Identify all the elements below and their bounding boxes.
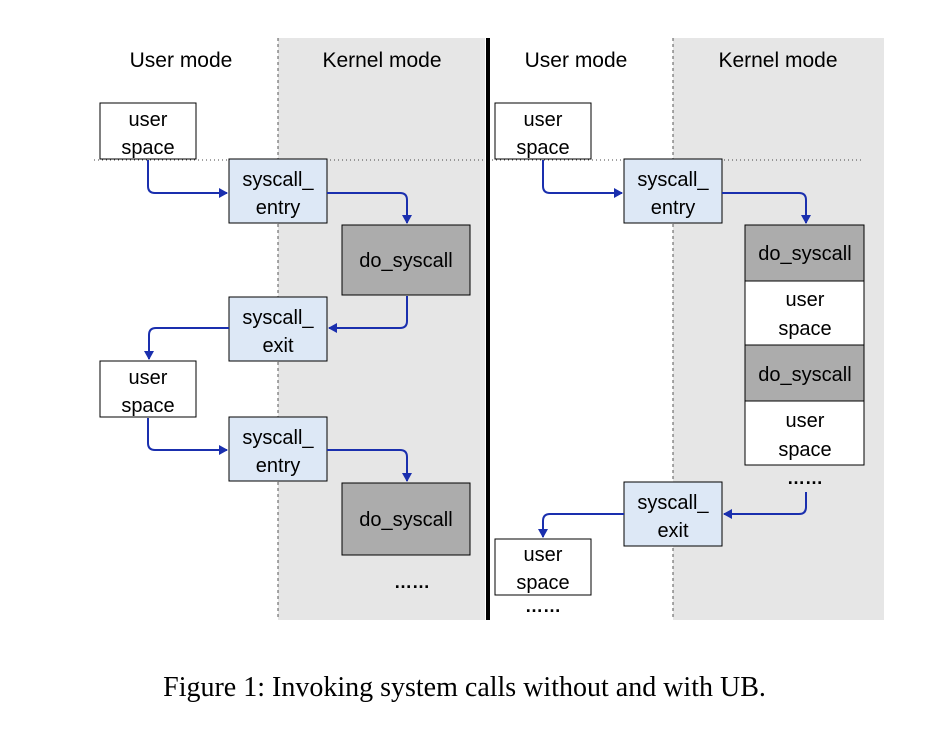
svg-text:entry: entry <box>256 455 300 477</box>
svg-text:user: user <box>524 109 563 131</box>
left-do-syscall-box-1: do_syscall <box>341 224 471 296</box>
svg-text:do_syscall: do_syscall <box>758 364 851 386</box>
svg-text:syscall_: syscall_ <box>242 427 314 449</box>
right-arrow-user-to-entry <box>542 160 623 198</box>
svg-text:space: space <box>778 318 831 340</box>
svg-text:space: space <box>121 137 174 159</box>
right-user-ellipsis: …… <box>525 596 561 616</box>
right-syscall-entry-box: syscall_ entry <box>623 158 723 224</box>
left-user-space-box-1: user space <box>99 102 197 160</box>
right-do-syscall-box-1: do_syscall <box>744 224 865 282</box>
left-syscall-exit-box: syscall_ exit <box>228 296 328 362</box>
svg-text:entry: entry <box>256 197 300 219</box>
right-kernel-user-space-box-2: user space <box>744 400 865 466</box>
svg-text:space: space <box>778 439 831 461</box>
left-do-syscall-box-2: do_syscall <box>341 482 471 556</box>
right-syscall-exit-box: syscall_ exit <box>623 481 723 547</box>
right-user-space-box-2: user space <box>494 538 592 596</box>
right-kernel-ellipsis: …… <box>787 468 823 488</box>
svg-text:do_syscall: do_syscall <box>359 509 452 531</box>
left-kernel-mode-label: Kernel mode <box>322 49 441 72</box>
left-syscall-entry-box-2: syscall_ entry <box>228 416 328 482</box>
svg-text:exit: exit <box>657 520 689 542</box>
left-user-mode-label: User mode <box>130 49 233 72</box>
right-arrow-kernel-to-exit <box>723 492 807 519</box>
svg-text:syscall_: syscall_ <box>637 169 709 191</box>
left-arrow-user-to-entry-2 <box>147 418 228 455</box>
svg-text:do_syscall: do_syscall <box>758 243 851 265</box>
right-kernel-user-space-box-1: user space <box>744 280 865 346</box>
svg-text:syscall_: syscall_ <box>637 492 709 514</box>
svg-text:user: user <box>786 410 825 432</box>
left-arrow-entry-to-do-syscall-2 <box>327 449 412 482</box>
svg-text:syscall_: syscall_ <box>242 307 314 329</box>
svg-text:space: space <box>516 137 569 159</box>
left-arrow-exit-to-user-2 <box>144 327 229 360</box>
right-kernel-mode-label: Kernel mode <box>718 49 837 72</box>
svg-text:user: user <box>129 367 168 389</box>
left-arrow-user-to-entry-1 <box>147 160 228 198</box>
svg-text:do_syscall: do_syscall <box>359 250 452 272</box>
right-arrow-exit-to-user <box>538 513 624 538</box>
right-arrow-entry-to-do-syscall <box>722 192 811 224</box>
right-do-syscall-box-2: do_syscall <box>744 344 865 402</box>
left-syscall-entry-box-1: syscall_ entry <box>228 158 328 224</box>
left-user-space-box-2: user space <box>99 360 197 418</box>
right-user-space-box-1: user space <box>494 102 592 160</box>
svg-text:user: user <box>786 289 825 311</box>
svg-text:exit: exit <box>262 335 294 357</box>
left-arrow-entry-to-do-syscall-1 <box>327 192 412 224</box>
svg-text:user: user <box>524 544 563 566</box>
right-user-mode-label: User mode <box>525 49 628 72</box>
left-ellipsis: …… <box>394 572 430 592</box>
svg-text:user: user <box>129 109 168 131</box>
svg-text:space: space <box>516 572 569 594</box>
figure-caption: Figure 1: Invoking system calls without … <box>163 672 766 703</box>
svg-text:space: space <box>121 395 174 417</box>
left-arrow-do-syscall-to-exit <box>328 296 408 333</box>
svg-text:entry: entry <box>651 197 695 219</box>
svg-text:syscall_: syscall_ <box>242 169 314 191</box>
